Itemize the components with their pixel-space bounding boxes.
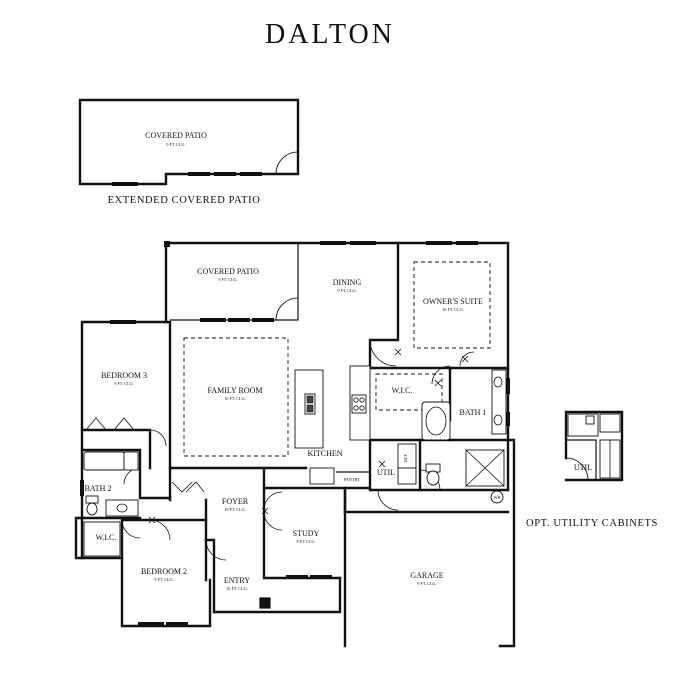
room-label-pantry: PANTRY bbox=[344, 477, 360, 482]
room-label-covered-patio: COVERED PATIO bbox=[197, 267, 259, 276]
interior-walls bbox=[80, 241, 510, 614]
optional-utility-cabinets: UTIL bbox=[564, 410, 624, 482]
optional-util-caption: OPT. UTILITY CABINETS bbox=[526, 518, 658, 529]
plan-title: DALTON bbox=[265, 19, 395, 50]
ceiling-label-dining: 9 FT. CLG. bbox=[337, 288, 356, 293]
room-label-bedroom-3: BEDROOM 3 bbox=[101, 371, 147, 380]
room-label-owners-suite: OWNER'S SUITE bbox=[423, 297, 483, 306]
utility-appliance bbox=[397, 467, 417, 485]
ceiling-label-foyer: 10 FT. CLG. bbox=[224, 507, 245, 512]
room-label-bath-1: BATH 1 bbox=[460, 408, 487, 417]
extended-patio-outline bbox=[78, 98, 300, 186]
bath-2-tub bbox=[83, 451, 125, 471]
ceiling-label-owners-suite: 10 FT. CLG. bbox=[442, 307, 463, 312]
room-label-util: UTIL bbox=[377, 468, 395, 477]
refrigerator-label: REF bbox=[403, 453, 408, 461]
bath-2-vanity bbox=[105, 499, 139, 517]
ceiling-label-bedroom-3: 9 FT. CLG. bbox=[114, 381, 133, 386]
bath-2-shower-head bbox=[123, 451, 139, 471]
extended-patio-room-label: COVERED PATIO bbox=[145, 131, 207, 140]
kitchen-sink bbox=[304, 393, 316, 415]
room-label-kitchen: KITCHEN bbox=[307, 449, 342, 458]
toilet bbox=[426, 470, 440, 486]
extended-patio-post bbox=[214, 172, 236, 176]
extended-patio-door-swing bbox=[275, 151, 299, 175]
ceiling-outlines bbox=[183, 261, 491, 457]
room-label-wic-owner: W.I.C. bbox=[392, 386, 413, 395]
ceiling-label-garage: 9 FT. CLG. bbox=[417, 581, 436, 586]
room-labels: DINING 9 FT. CLG. OWNER'S SUITE 10 FT. C… bbox=[85, 278, 501, 591]
bath-2-fixtures bbox=[83, 417, 271, 609]
water-heater bbox=[490, 490, 504, 504]
extended-patio-ceiling-label: 9 FT. CLG. bbox=[166, 142, 185, 147]
room-label-bath-2: BATH 2 bbox=[85, 484, 112, 493]
room-label-bedroom-2: BEDROOM 2 bbox=[141, 567, 187, 576]
utility-upper-cabinet bbox=[599, 413, 621, 433]
ceiling-label-study: 9 FT. CLG. bbox=[296, 539, 315, 544]
door-swings bbox=[121, 339, 475, 561]
bath-1-fixtures bbox=[421, 369, 507, 504]
room-label-study: STUDY bbox=[293, 529, 320, 538]
bath-2-toilet-tank bbox=[85, 495, 99, 504]
ceiling-label-covered-patio: 9 FT. CLG. bbox=[218, 277, 237, 282]
kitchen-cabinet bbox=[309, 467, 335, 485]
room-label-wic-bed2: W.I.C. bbox=[96, 533, 117, 542]
room-label-family-room: FAMILY ROOM bbox=[208, 386, 263, 395]
extended-patio-post bbox=[112, 182, 138, 186]
kitchen-fixtures bbox=[294, 365, 417, 485]
room-label-foyer: FOYER bbox=[222, 497, 249, 506]
room-label-entry: ENTRY bbox=[224, 576, 250, 585]
ceiling-label-bedroom-2: 9 FT. CLG. bbox=[154, 577, 173, 582]
ceiling-label-family-room: 10 FT. CLG. bbox=[224, 396, 245, 401]
extended-covered-patio: COVERED PATIO 9 FT. CLG. bbox=[78, 98, 300, 186]
door-markers bbox=[148, 348, 469, 524]
cooktop bbox=[351, 394, 367, 414]
covered-patio: COVERED PATIO 9 FT. CLG. bbox=[164, 241, 299, 321]
extended-patio-post bbox=[188, 172, 210, 176]
wic-bed2-outline bbox=[83, 521, 121, 557]
water-heater-label: WH bbox=[494, 495, 501, 500]
bath-2-toilet bbox=[86, 502, 98, 516]
room-label-dining: DINING bbox=[333, 278, 362, 287]
extended-patio-post bbox=[240, 172, 262, 176]
extended-patio-caption: EXTENDED COVERED PATIO bbox=[108, 195, 261, 206]
room-label-garage: GARAGE bbox=[410, 571, 443, 580]
ceiling-label-entry: 10 FT. CLG. bbox=[226, 586, 247, 591]
optional-util-room-label: UTIL bbox=[574, 463, 592, 472]
